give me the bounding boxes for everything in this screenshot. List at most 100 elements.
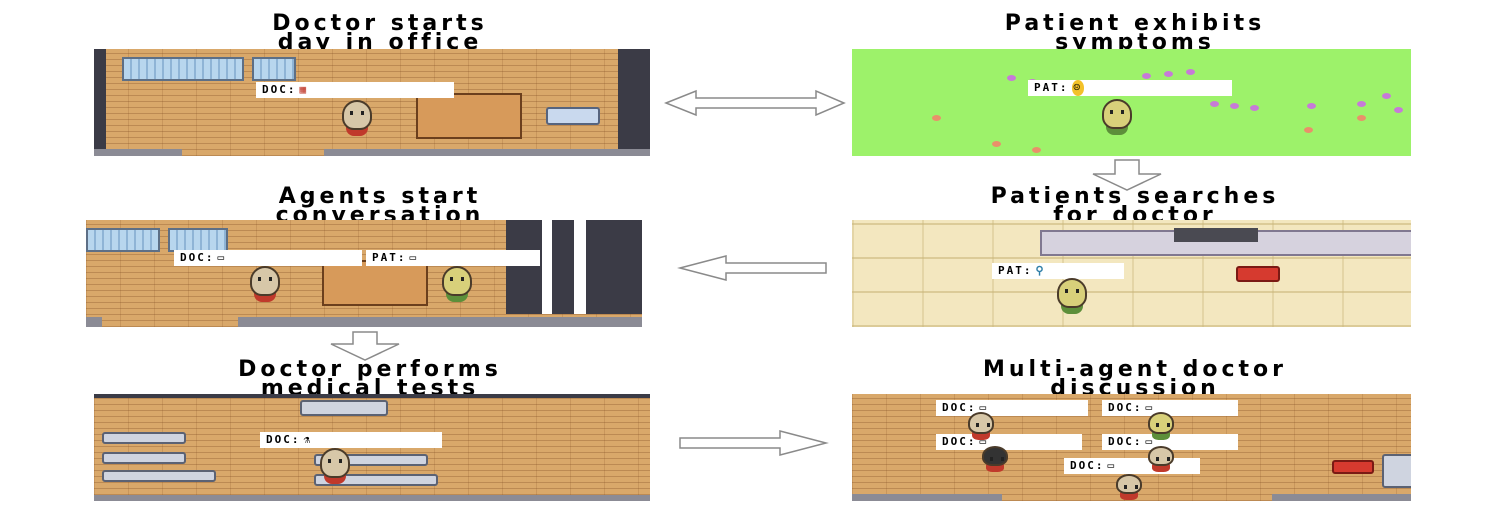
wall bbox=[94, 149, 182, 156]
down-arrow bbox=[1092, 159, 1162, 191]
flower bbox=[932, 115, 941, 121]
cabinet bbox=[1382, 454, 1411, 488]
sofa bbox=[1332, 460, 1374, 474]
scene-doctor-meeting: DOC:▭ DOC:▭ DOC:▭ DOC:▭ DOC:▭ bbox=[852, 394, 1411, 501]
wall bbox=[86, 317, 102, 327]
agent-status-label: PAT:▭ bbox=[366, 250, 540, 266]
agent-status-label: PAT:⚲ bbox=[992, 263, 1124, 279]
speech-bubble-icon: ▭ bbox=[979, 401, 989, 414]
doctor-avatar bbox=[982, 446, 1008, 466]
test-bed bbox=[102, 470, 216, 482]
scene-hospital-lobby: PAT:⚲ bbox=[852, 220, 1411, 327]
arrow-shape bbox=[1092, 159, 1162, 191]
wall bbox=[94, 394, 650, 398]
monitor bbox=[1174, 228, 1258, 242]
arrow-shape bbox=[663, 89, 846, 117]
doctor-avatar bbox=[1148, 446, 1174, 466]
calendar-icon: ▦ bbox=[299, 83, 309, 96]
window bbox=[122, 57, 244, 81]
wall bbox=[238, 317, 642, 327]
wall bbox=[1272, 494, 1411, 501]
wall bbox=[94, 49, 106, 156]
microscope-icon: ⚗ bbox=[303, 433, 313, 446]
wall bbox=[852, 494, 1002, 501]
panel-title-patient-symptoms: Patient exhibits symptoms bbox=[1004, 11, 1266, 55]
flower bbox=[1394, 107, 1403, 113]
doctor-avatar bbox=[320, 448, 350, 478]
agent-status-label: DOC:▭ bbox=[936, 434, 1082, 450]
doctor-avatar bbox=[342, 100, 372, 130]
scene-patient-garden: PAT:☹ bbox=[852, 49, 1411, 156]
speech-bubble-icon: ▭ bbox=[409, 251, 419, 264]
flower bbox=[1142, 73, 1151, 79]
agent-status-label: DOC:▭ bbox=[1102, 434, 1238, 450]
desk bbox=[416, 93, 522, 139]
sick-face-icon: ☹ bbox=[1071, 80, 1085, 96]
doctor-avatar bbox=[250, 266, 280, 296]
bed bbox=[546, 107, 600, 125]
flower bbox=[1357, 101, 1366, 107]
doctor-avatar bbox=[1148, 412, 1174, 434]
wall bbox=[552, 220, 574, 314]
flower bbox=[1230, 103, 1239, 109]
speech-bubble-icon: ▭ bbox=[1145, 435, 1155, 448]
patient-avatar bbox=[1057, 278, 1087, 308]
wall bbox=[542, 220, 552, 314]
agent-status-label: DOC:▦ bbox=[256, 82, 454, 98]
speech-bubble-icon: ▭ bbox=[979, 435, 989, 448]
panel-title-multi-agent: Multi-agent doctor discussion bbox=[982, 357, 1288, 401]
speech-bubble-icon: ▭ bbox=[1145, 401, 1155, 414]
wall bbox=[324, 149, 650, 156]
panel-title-doctor-starts: Doctor starts day in office bbox=[272, 11, 488, 55]
panel-title-medical-tests: Doctor performs medical tests bbox=[238, 357, 502, 401]
agent-status-label: DOC:▭ bbox=[174, 250, 362, 266]
wall bbox=[506, 220, 542, 314]
agent-status-label: DOC:▭ bbox=[1064, 458, 1200, 474]
bidirectional-arrow bbox=[663, 89, 846, 117]
arrow-shape bbox=[679, 430, 829, 456]
patient-avatar bbox=[1102, 99, 1132, 129]
flower bbox=[1210, 101, 1219, 107]
doctor-avatar bbox=[968, 412, 994, 434]
search-icon: ⚲ bbox=[1035, 264, 1046, 277]
right-arrow bbox=[679, 430, 829, 456]
left-arrow bbox=[677, 255, 827, 281]
arrow-shape bbox=[677, 255, 827, 281]
scene-conversation-office: DOC:▭ PAT:▭ bbox=[86, 220, 642, 327]
desk bbox=[322, 260, 428, 306]
flower bbox=[1186, 69, 1195, 75]
flower bbox=[1250, 105, 1259, 111]
window bbox=[86, 228, 160, 252]
test-bed bbox=[102, 432, 186, 444]
window bbox=[168, 228, 228, 252]
agent-status-label: DOC:⚗ bbox=[260, 432, 442, 448]
scene-doctor-office: DOC:▦ bbox=[94, 49, 650, 156]
wall bbox=[586, 220, 642, 314]
wall bbox=[94, 495, 650, 501]
flower bbox=[1307, 103, 1316, 109]
wall bbox=[574, 220, 586, 314]
flower bbox=[1382, 93, 1391, 99]
flower bbox=[1032, 147, 1041, 153]
doctor-avatar bbox=[1116, 474, 1142, 494]
arrow-shape bbox=[330, 331, 400, 361]
down-arrow bbox=[330, 331, 400, 361]
test-bed bbox=[102, 452, 186, 464]
agent-status-label: PAT:☹ bbox=[1028, 80, 1232, 96]
window bbox=[252, 57, 296, 81]
flower bbox=[1007, 75, 1016, 81]
flower bbox=[992, 141, 1001, 147]
scene-lab: DOC:⚗ bbox=[94, 394, 650, 501]
patient-avatar bbox=[442, 266, 472, 296]
agent-status-label: DOC:▭ bbox=[1102, 400, 1238, 416]
flower bbox=[1164, 71, 1173, 77]
wall bbox=[618, 49, 650, 156]
sofa bbox=[1236, 266, 1280, 282]
scanner bbox=[300, 400, 388, 416]
agent-status-label: DOC:▭ bbox=[936, 400, 1088, 416]
speech-bubble-icon: ▭ bbox=[1107, 459, 1117, 472]
flower bbox=[1304, 127, 1313, 133]
flower bbox=[1357, 115, 1366, 121]
speech-bubble-icon: ▭ bbox=[217, 251, 227, 264]
test-bed bbox=[314, 474, 438, 486]
